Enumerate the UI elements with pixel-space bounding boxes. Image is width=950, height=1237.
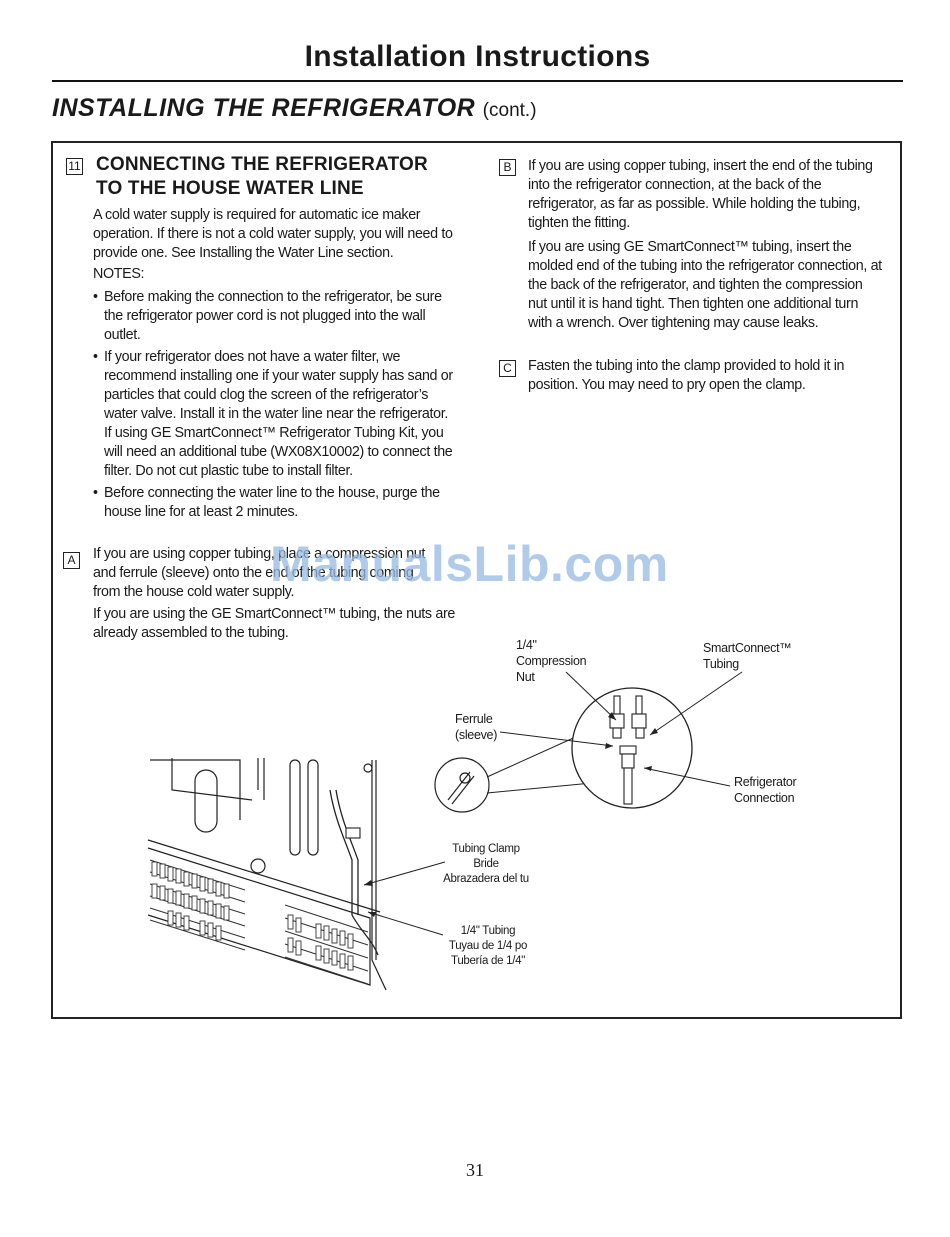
tubing-clamp bbox=[345, 827, 361, 839]
label-clamp-en: Tubing Clamp bbox=[452, 843, 520, 855]
label-tubing-es: Tubería de 1/4" bbox=[451, 955, 525, 967]
leader-clamp bbox=[363, 861, 446, 886]
label-nut-word: Nut bbox=[516, 670, 535, 684]
label-smartconnect-tubing: SmartConnect™ Tubing bbox=[703, 640, 792, 672]
note-item-purge-line: Before connecting the water line to the … bbox=[93, 484, 457, 522]
step-number-box: 11 bbox=[66, 158, 83, 175]
step-heading-line2: TO THE HOUSE WATER LINE bbox=[96, 178, 364, 199]
label-ferrule-word: Ferrule bbox=[455, 712, 493, 726]
substep-b-text: If you are using copper tubing, insert t… bbox=[528, 158, 873, 231]
label-clamp-fr: Bride bbox=[473, 858, 499, 870]
fridge-slot-left bbox=[194, 769, 218, 833]
substep-b-box: B bbox=[499, 159, 516, 176]
label-nut-type: Compression bbox=[516, 654, 587, 668]
leader-ref-connection bbox=[643, 767, 731, 787]
substep-a-line1: If you are using copper tubing, place a … bbox=[93, 546, 426, 562]
label-tubing-clamp: Tubing Clamp Bride Abrazadera del tu bbox=[439, 842, 533, 887]
label-refrigerator-connection: Refrigerator Connection bbox=[734, 774, 797, 806]
leader-tubing bbox=[367, 911, 444, 936]
step-heading-line1: CONNECTING THE REFRIGERATOR bbox=[96, 154, 428, 175]
leader-nut bbox=[565, 671, 617, 721]
section-title-text: INSTALLING THE REFRIGERATOR bbox=[52, 94, 476, 122]
header-divider bbox=[52, 80, 903, 82]
label-connection-word: Connection bbox=[734, 791, 795, 805]
label-refrigerator-word: Refrigerator bbox=[734, 775, 797, 789]
fridge-panel-top-edge bbox=[150, 759, 241, 820]
label-tubing-en: 1/4" Tubing bbox=[460, 925, 516, 937]
fridge-slot-mid bbox=[289, 759, 301, 856]
label-smartconnect-tubing-word: Tubing bbox=[703, 657, 739, 671]
label-clamp-es: Abrazadera del tu bbox=[443, 873, 529, 885]
notes-label: NOTES: bbox=[93, 266, 145, 282]
leader-ferrule bbox=[499, 731, 614, 747]
substep-c-text: Fasten the tubing into the clamp provide… bbox=[528, 358, 845, 393]
substep-a-text2: If you are using the GE SmartConnect™ tu… bbox=[93, 606, 455, 641]
substep-a-box: A bbox=[63, 552, 80, 569]
label-compression-nut: 1/4" Compression Nut bbox=[516, 637, 587, 685]
step-intro: A cold water supply is required for auto… bbox=[93, 207, 453, 261]
substep-a-line3: from the house cold water supply. bbox=[93, 584, 295, 600]
substep-a-line2: and ferrule (sleeve) onto the end of the… bbox=[93, 565, 414, 581]
label-tubing-fr: Tuyau de 1/4 po bbox=[448, 940, 528, 952]
label-nut-size: 1/4" bbox=[516, 638, 537, 652]
substep-c-box: C bbox=[499, 360, 516, 377]
instruction-frame bbox=[51, 141, 902, 1019]
label-ferrule: Ferrule (sleeve) bbox=[455, 711, 497, 743]
section-title-cont: (cont.) bbox=[482, 100, 537, 121]
detail-circle-small bbox=[434, 757, 490, 813]
label-smartconnect: SmartConnect™ bbox=[703, 641, 792, 655]
label-quarter-inch-tubing: 1/4" Tubing Tuyau de 1/4 po Tubería de 1… bbox=[446, 924, 530, 969]
note-item-water-filter: If your refrigerator does not have a wat… bbox=[93, 348, 457, 481]
watermark-text: ManualsLib.com bbox=[270, 536, 669, 592]
substep-b-text2: If you are using GE SmartConnect™ tubing… bbox=[528, 239, 882, 331]
label-ferrule-sleeve: (sleeve) bbox=[455, 728, 498, 742]
notes-list: Before making the connection to the refr… bbox=[93, 288, 457, 525]
leader-smartconnect bbox=[649, 671, 743, 736]
page-header-title: Installation Instructions bbox=[304, 40, 651, 73]
page-number: 31 bbox=[466, 1160, 484, 1180]
section-title: INSTALLING THE REFRIGERATOR (cont.) bbox=[52, 94, 537, 123]
fridge-hole bbox=[250, 858, 266, 874]
note-item-power-cord: Before making the connection to the refr… bbox=[93, 288, 457, 345]
substep-a-text: If you are using copper tubing, place a … bbox=[93, 545, 473, 602]
fridge-bracket bbox=[171, 758, 253, 801]
